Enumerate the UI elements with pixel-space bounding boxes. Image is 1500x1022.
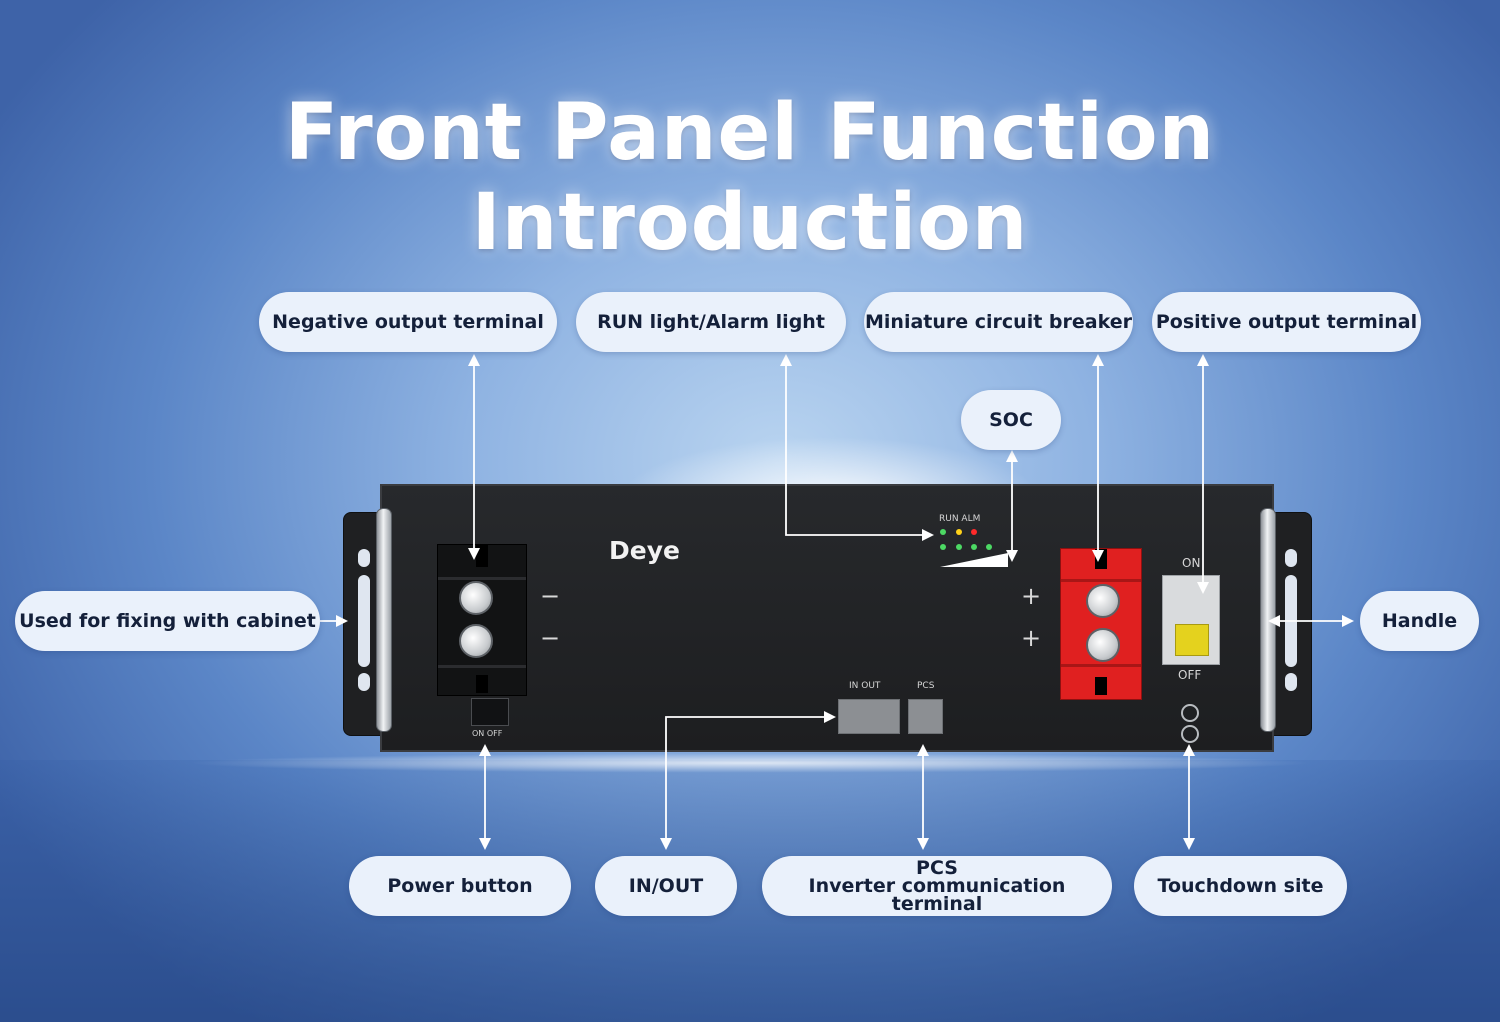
power-switch[interactable] bbox=[471, 698, 509, 726]
soc-led bbox=[956, 544, 962, 550]
terminal-notch bbox=[476, 675, 488, 693]
minus-sign: − bbox=[540, 582, 561, 610]
mount-slot bbox=[1285, 549, 1297, 567]
pcs-title: PCS bbox=[916, 857, 958, 879]
positive-bolt-icon[interactable] bbox=[1086, 584, 1120, 618]
soc-led bbox=[971, 544, 977, 550]
callout-positive-output-terminal: Positive output terminal bbox=[1152, 292, 1421, 352]
circuit-breaker[interactable] bbox=[1162, 575, 1220, 665]
mount-slot bbox=[358, 549, 370, 567]
terminal-divider bbox=[438, 577, 526, 580]
ground-screw-icon[interactable] bbox=[1181, 704, 1199, 722]
pcs-port[interactable] bbox=[908, 699, 943, 734]
fault-led bbox=[971, 529, 977, 535]
ground-symbol-icon bbox=[1181, 725, 1199, 743]
callout-handle: Handle bbox=[1360, 591, 1479, 651]
terminal-notch bbox=[1095, 677, 1107, 695]
in-out-port[interactable] bbox=[838, 699, 900, 734]
negative-bolt-icon[interactable] bbox=[459, 581, 493, 615]
positive-terminal-block bbox=[1060, 548, 1142, 700]
terminal-divider bbox=[1061, 579, 1141, 582]
soc-led bbox=[940, 544, 946, 550]
minus-sign: − bbox=[540, 624, 561, 652]
breaker-off-label: OFF bbox=[1178, 668, 1202, 682]
breaker-lever[interactable] bbox=[1175, 624, 1209, 656]
in-out-port-label: IN OUT bbox=[849, 681, 881, 691]
callout-pcs: PCS Inverter communication terminal bbox=[762, 856, 1112, 916]
page-title: Front Panel Function Introduction bbox=[284, 88, 1216, 268]
callout-negative-output-terminal: Negative output terminal bbox=[259, 292, 557, 352]
alarm-led bbox=[956, 529, 962, 535]
callout-soc: SOC bbox=[961, 390, 1061, 450]
breaker-on-label: ON bbox=[1182, 556, 1201, 570]
callout-miniature-circuit-breaker: Miniature circuit breaker bbox=[864, 292, 1133, 352]
pcs-port-label: PCS bbox=[917, 681, 935, 691]
callout-fixing-with-cabinet: Used for fixing with cabinet bbox=[15, 591, 320, 651]
soc-led bbox=[986, 544, 992, 550]
pcs-label-stack: PCS Inverter communication terminal bbox=[762, 857, 1112, 915]
led-labels: RUN ALM bbox=[939, 514, 981, 524]
terminal-divider bbox=[1061, 664, 1141, 667]
plus-sign: + bbox=[1021, 582, 1042, 610]
run-led bbox=[940, 529, 946, 535]
pcs-subtitle: Inverter communication terminal bbox=[808, 875, 1066, 915]
in-out-connector bbox=[660, 711, 836, 850]
negative-bolt-icon[interactable] bbox=[459, 624, 493, 658]
power-switch-label: ON OFF bbox=[472, 729, 503, 738]
callout-power-button: Power button bbox=[349, 856, 571, 916]
positive-bolt-icon[interactable] bbox=[1086, 628, 1120, 662]
brand-text: Deye bbox=[609, 536, 680, 565]
soc-wedge-icon bbox=[940, 553, 1008, 567]
negative-terminal-block bbox=[437, 544, 527, 696]
mount-slot bbox=[358, 575, 370, 667]
mount-slot bbox=[1285, 673, 1297, 691]
plus-sign: + bbox=[1021, 624, 1042, 652]
brand-logo: Deye bbox=[609, 536, 680, 565]
run-light-connector bbox=[780, 354, 934, 541]
left-handle[interactable] bbox=[376, 508, 392, 732]
callout-in-out: IN/OUT bbox=[595, 856, 737, 916]
terminal-divider bbox=[438, 665, 526, 668]
callout-touchdown-site: Touchdown site bbox=[1134, 856, 1347, 916]
callout-run-alarm-light: RUN light/Alarm light bbox=[576, 292, 846, 352]
mount-slot bbox=[358, 673, 370, 691]
